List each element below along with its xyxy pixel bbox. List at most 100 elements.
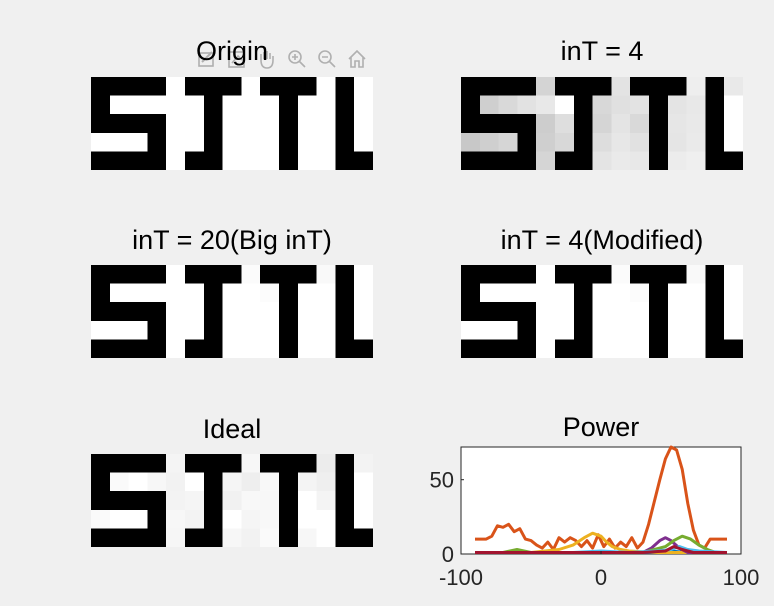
pixel xyxy=(479,320,499,340)
pixel xyxy=(705,114,725,134)
pixel xyxy=(185,302,205,322)
power-series-line-5 xyxy=(475,534,727,554)
pixel xyxy=(517,339,537,358)
pixel xyxy=(109,114,129,134)
pixel xyxy=(222,302,242,322)
pixel xyxy=(166,454,186,473)
pixel xyxy=(686,77,706,96)
pixel xyxy=(354,77,373,96)
panel-title-int4mod: inT = 4(Modified) xyxy=(500,225,704,255)
pixel xyxy=(630,320,650,340)
zoom-out-icon[interactable] xyxy=(314,46,340,72)
pixel xyxy=(147,95,167,115)
pixel xyxy=(573,114,593,134)
pixel xyxy=(222,454,242,473)
pixel xyxy=(573,151,593,170)
pixel xyxy=(536,77,556,96)
pixel xyxy=(279,528,299,547)
pixel xyxy=(185,132,205,152)
pixel xyxy=(354,132,373,152)
pixel xyxy=(573,283,593,303)
pixel xyxy=(461,283,481,303)
pixel xyxy=(316,320,336,340)
pixel xyxy=(461,339,481,358)
pixel xyxy=(335,472,355,492)
pixel xyxy=(630,283,650,303)
pixel xyxy=(91,491,111,511)
figure-toolbar xyxy=(194,44,370,74)
pixel xyxy=(109,302,129,322)
pixel xyxy=(479,95,499,115)
pixel xyxy=(536,339,556,358)
pixel xyxy=(461,320,481,340)
pixel xyxy=(185,454,205,473)
pixel xyxy=(147,472,167,492)
pixel xyxy=(573,95,593,115)
pixel xyxy=(297,151,317,170)
pixel xyxy=(222,77,242,96)
pixel xyxy=(185,151,205,170)
pixel xyxy=(316,491,336,511)
pixel xyxy=(649,77,669,96)
pixel xyxy=(128,151,148,170)
pixel xyxy=(109,491,129,511)
pixel xyxy=(241,77,261,96)
y-tick-label: 0 xyxy=(442,542,454,567)
pixel xyxy=(128,265,148,284)
pixel xyxy=(649,95,669,115)
pixel xyxy=(128,528,148,547)
pixel xyxy=(260,472,280,492)
pixel xyxy=(185,265,205,284)
image-origin xyxy=(91,77,373,170)
pixel xyxy=(260,302,280,322)
pixel xyxy=(203,339,223,358)
pixel xyxy=(630,151,650,170)
pixel xyxy=(260,95,280,115)
home-icon[interactable] xyxy=(344,46,370,72)
pixel xyxy=(517,114,537,134)
brush-icon[interactable] xyxy=(194,46,220,72)
pixel xyxy=(611,77,631,96)
pixel xyxy=(517,302,537,322)
pixel xyxy=(279,283,299,303)
pixel xyxy=(260,77,280,96)
data-tip-icon[interactable] xyxy=(224,46,250,72)
pixel xyxy=(147,491,167,511)
zoom-in-icon[interactable] xyxy=(284,46,310,72)
pixel xyxy=(479,339,499,358)
pan-icon[interactable] xyxy=(254,46,280,72)
pixel xyxy=(479,114,499,134)
pixel xyxy=(166,283,186,303)
pixel xyxy=(203,95,223,115)
pixel xyxy=(479,151,499,170)
pixel xyxy=(147,509,167,529)
pixel xyxy=(109,320,129,340)
pixel xyxy=(91,132,111,152)
pixel xyxy=(147,151,167,170)
pixel xyxy=(128,302,148,322)
pixel xyxy=(461,302,481,322)
pixel xyxy=(222,283,242,303)
pixel xyxy=(354,283,373,303)
pixel xyxy=(128,114,148,134)
pixel xyxy=(128,283,148,303)
pixel xyxy=(611,339,631,358)
pixel xyxy=(555,151,575,170)
pixel xyxy=(611,283,631,303)
pixel xyxy=(109,265,129,284)
pixel xyxy=(222,339,242,358)
pixel xyxy=(297,472,317,492)
pixel xyxy=(147,77,167,96)
pixel xyxy=(297,509,317,529)
pixel xyxy=(166,265,186,284)
pixel xyxy=(297,132,317,152)
pixel xyxy=(354,491,373,511)
pixel xyxy=(316,528,336,547)
pixel xyxy=(724,114,743,134)
pixel xyxy=(517,320,537,340)
pixel xyxy=(573,320,593,340)
pixel xyxy=(686,320,706,340)
pixel xyxy=(147,302,167,322)
pixel xyxy=(109,509,129,529)
pixel xyxy=(498,77,518,96)
